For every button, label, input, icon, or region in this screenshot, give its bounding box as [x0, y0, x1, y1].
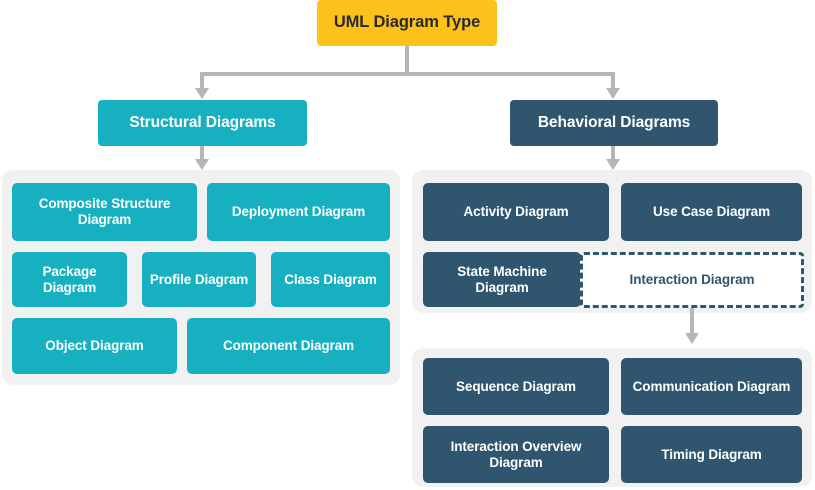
node-label: Component Diagram — [222, 338, 355, 354]
node-interaction-diagram[interactable]: Interaction Diagram — [580, 252, 804, 308]
connector-root-stem — [405, 46, 409, 74]
node-label: Activity Diagram — [463, 204, 569, 220]
node-component-diagram[interactable]: Component Diagram — [187, 318, 390, 374]
node-activity-diagram[interactable]: Activity Diagram — [423, 183, 609, 241]
connector-behavioral-to-panel — [611, 146, 615, 162]
arrow-head-behavioral-panel-icon — [606, 159, 620, 170]
node-profile-diagram[interactable]: Profile Diagram — [142, 252, 256, 307]
node-label: Structural Diagrams — [129, 113, 276, 131]
node-uml-diagram-type[interactable]: UML Diagram Type — [317, 0, 497, 46]
node-label: Communication Diagram — [632, 378, 791, 394]
node-label: Interaction Overview Diagram — [450, 438, 582, 470]
node-sequence-diagram[interactable]: Sequence Diagram — [423, 358, 609, 415]
node-state-machine-diagram[interactable]: State Machine Diagram — [423, 252, 581, 307]
arrow-head-to-structural-icon — [195, 88, 209, 99]
connector-to-behavioral — [611, 72, 615, 90]
node-label: Class Diagram — [284, 271, 377, 287]
node-label: Profile Diagram — [149, 271, 249, 287]
node-object-diagram[interactable]: Object Diagram — [12, 318, 177, 374]
arrow-head-structural-panel-icon — [195, 159, 209, 170]
node-interaction-overview-diagram[interactable]: Interaction Overview Diagram — [423, 426, 609, 483]
panel-interaction-diagrams: Sequence Diagram Communication Diagram I… — [412, 348, 812, 487]
connector-structural-to-panel — [200, 146, 204, 162]
node-label: Sequence Diagram — [456, 378, 576, 394]
node-label: State Machine Diagram — [457, 263, 547, 295]
node-label: Interaction Diagram — [629, 272, 755, 288]
node-use-case-diagram[interactable]: Use Case Diagram — [621, 183, 802, 241]
node-behavioral-diagrams[interactable]: Behavioral Diagrams — [510, 100, 718, 146]
node-label: Object Diagram — [45, 338, 144, 354]
node-label: UML Diagram Type — [333, 13, 481, 32]
node-composite-structure-diagram[interactable]: Composite Structure Diagram — [12, 183, 197, 241]
node-label: Package Diagram — [42, 263, 97, 295]
node-communication-diagram[interactable]: Communication Diagram — [621, 358, 802, 415]
node-package-diagram[interactable]: Package Diagram — [12, 252, 127, 307]
connector-interaction-to-panel — [690, 308, 694, 336]
node-class-diagram[interactable]: Class Diagram — [271, 252, 390, 307]
connector-to-structural — [200, 72, 204, 90]
node-label: Use Case Diagram — [653, 204, 770, 220]
arrow-head-interaction-panel-icon — [685, 333, 699, 344]
connector-root-bar — [200, 72, 613, 76]
node-label: Composite Structure Diagram — [38, 196, 171, 227]
node-structural-diagrams[interactable]: Structural Diagrams — [98, 100, 307, 146]
arrow-head-to-behavioral-icon — [606, 88, 620, 99]
panel-structural-diagrams: Composite Structure Diagram Deployment D… — [2, 170, 400, 385]
node-label: Timing Diagram — [661, 446, 762, 462]
node-label: Deployment Diagram — [231, 204, 366, 220]
node-deployment-diagram[interactable]: Deployment Diagram — [207, 183, 390, 241]
node-timing-diagram[interactable]: Timing Diagram — [621, 426, 802, 483]
node-label: Behavioral Diagrams — [537, 113, 691, 131]
